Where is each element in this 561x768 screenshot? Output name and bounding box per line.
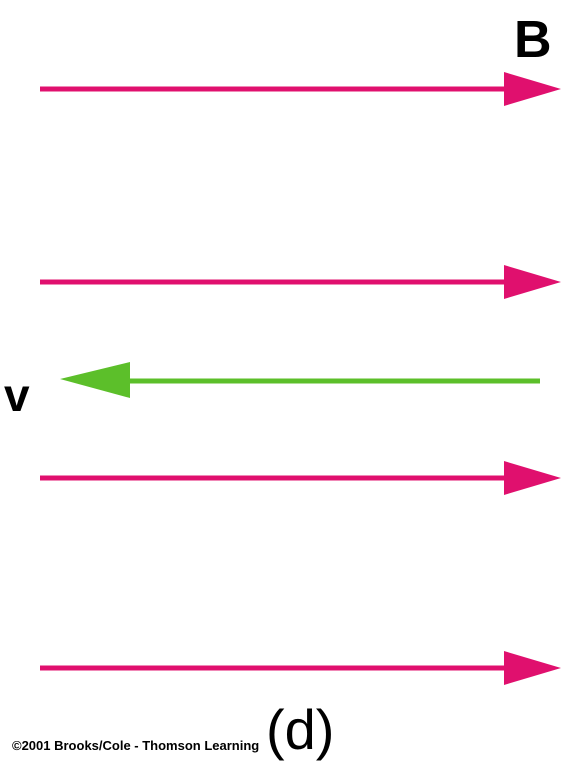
velocity-arrow bbox=[60, 362, 540, 398]
magnetic-field-line-4 bbox=[40, 651, 561, 685]
velocity-label: v bbox=[4, 369, 30, 421]
copyright-notice: ©2001 Brooks/Cole - Thomson Learning bbox=[12, 738, 260, 753]
panel-label: (d) bbox=[266, 698, 335, 761]
magnetic-field-line-3 bbox=[40, 461, 561, 495]
magnetic-field-line-1 bbox=[40, 72, 561, 106]
magnetic-field-line-2 bbox=[40, 265, 561, 299]
field-label: B bbox=[514, 11, 552, 69]
